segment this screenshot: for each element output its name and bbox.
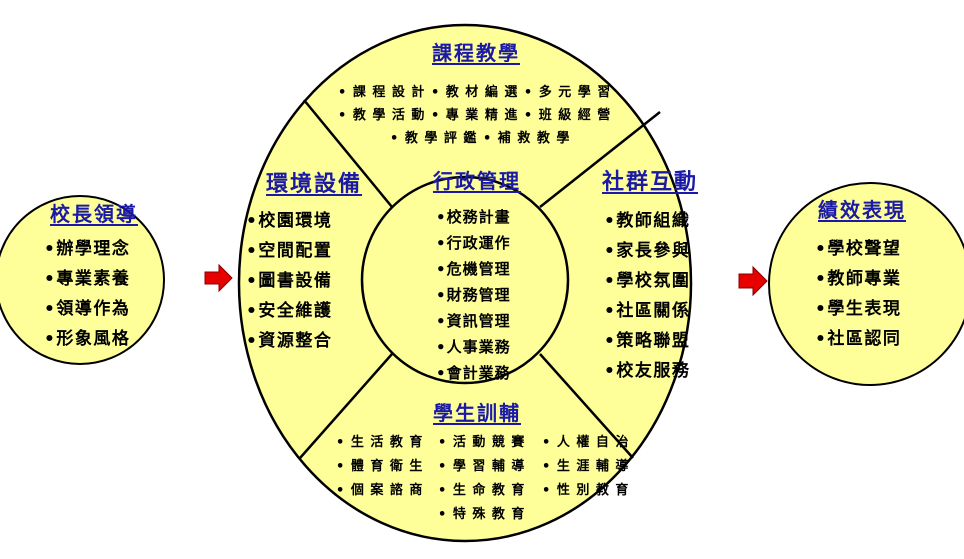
list-item: • 人 權 自 治 <box>542 435 630 450</box>
list-item: • 學 習 輔 導 <box>438 459 526 474</box>
arrow-right-icon <box>738 265 768 297</box>
list-item: •會計業務 <box>436 364 511 382</box>
list-item: •校務計畫 <box>436 208 511 226</box>
top-section-row: • 課 程 設 計 • 教 材 編 選 • 多 元 學 習 <box>338 85 612 100</box>
list-item: •圖書設備 <box>246 271 333 291</box>
list-item: • 體 育 衛 生 <box>336 459 424 474</box>
list-item: •校友服務 <box>604 361 691 381</box>
list-item: • 性 別 教 育 <box>542 483 630 498</box>
divider-top-right <box>539 111 661 208</box>
left-section-list: •校園環境 •空間配置 •圖書設備 •安全維護 •資源整合 <box>246 206 332 356</box>
list-item: •專業素養 <box>44 269 131 289</box>
list-item: •資訊管理 <box>436 312 511 330</box>
list-item: •策略聯盟 <box>604 331 691 351</box>
bottom-section-column: • 生 活 教 育 • 體 育 衛 生 • 個 案 諮 商 <box>336 428 423 506</box>
list-item: •教師組織 <box>604 211 691 231</box>
right-section-title: 社群互動 <box>602 169 699 195</box>
divider-top-left <box>303 99 393 208</box>
bottom-section-column: • 人 權 自 治 • 生 涯 輔 導 • 性 別 教 育 <box>542 428 629 506</box>
right-circle-title: 績效表現 <box>818 198 906 222</box>
list-item: • 個 案 諮 商 <box>336 483 424 498</box>
top-section-row: • 教 學 評 鑑 • 補 救 教 學 <box>390 131 571 146</box>
left-section-title: 環境設備 <box>266 171 363 197</box>
left-circle <box>0 195 165 365</box>
inner-circle <box>360 175 570 385</box>
list-item: •財務管理 <box>436 286 511 304</box>
list-item: • 活 動 競 賽 <box>438 435 526 450</box>
list-item: •學校聲望 <box>815 239 902 259</box>
arrow-right-icon <box>204 263 233 293</box>
list-item: •辦學理念 <box>44 239 131 259</box>
left-circle-list: •辦學理念 •專業素養 •領導作為 •形象風格 <box>44 234 130 354</box>
divider-bottom-left <box>299 353 393 459</box>
list-item: •空間配置 <box>246 241 333 261</box>
list-item: •領導作為 <box>44 299 131 319</box>
list-item: •家長參與 <box>604 241 691 261</box>
center-title: 行政管理 <box>433 169 521 193</box>
list-item: •學生表現 <box>815 299 902 319</box>
list-item: •危機管理 <box>436 260 511 278</box>
list-item: •社區認同 <box>815 329 902 349</box>
bottom-section-title: 學生訓輔 <box>433 401 521 425</box>
list-item: •形象風格 <box>44 329 131 349</box>
list-item: •教師專業 <box>815 269 902 289</box>
top-section-title: 課程教學 <box>432 41 520 65</box>
bottom-section-column: • 活 動 競 賽 • 學 習 輔 導 • 生 命 教 育 • 特 殊 教 育 <box>438 428 525 530</box>
list-item: •安全維護 <box>246 301 333 321</box>
right-circle <box>768 182 964 386</box>
list-item: • 生 命 教 育 <box>438 483 526 498</box>
top-section-row: • 教 學 活 動 • 專 業 精 進 • 班 級 經 營 <box>338 108 612 123</box>
list-item: •校園環境 <box>246 211 333 231</box>
left-circle-title: 校長領導 <box>50 202 138 226</box>
list-item: •資源整合 <box>246 331 333 351</box>
divider-bottom-right <box>539 353 634 459</box>
list-item: • 生 涯 輔 導 <box>542 459 630 474</box>
list-item: •行政運作 <box>436 234 511 252</box>
right-section-list: •教師組織 •家長參與 •學校氛圍 •社區關係 •策略聯盟 •校友服務 <box>604 206 690 386</box>
center-list: •校務計畫 •行政運作 •危機管理 •財務管理 •資訊管理 •人事業務 •會計業… <box>436 204 511 386</box>
list-item: • 特 殊 教 育 <box>438 507 526 522</box>
right-circle-list: •學校聲望 •教師專業 •學生表現 •社區認同 <box>815 234 901 354</box>
list-item: • 生 活 教 育 <box>336 435 424 450</box>
list-item: •人事業務 <box>436 338 511 356</box>
list-item: •學校氛圍 <box>604 271 691 291</box>
list-item: •社區關係 <box>604 301 691 321</box>
